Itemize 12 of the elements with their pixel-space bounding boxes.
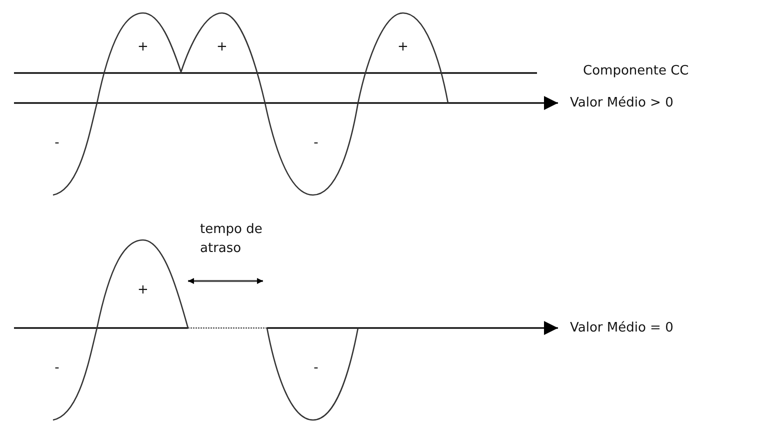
delay-label: tempo de atraso: [200, 221, 264, 258]
sign-mark: +: [216, 40, 228, 54]
axis-label: Valor Médio > 0: [570, 96, 674, 110]
sign-mark: +: [138, 40, 148, 54]
line-label: Componente CC: [583, 64, 689, 78]
sign-mark: -: [314, 362, 318, 374]
sign-mark: +: [138, 284, 148, 296]
sign-mark: -: [314, 136, 318, 150]
sign-mark: -: [54, 362, 60, 374]
sign-mark: -: [54, 136, 60, 150]
axis-label: Valor Médio = 0: [570, 322, 674, 334]
sign-mark: +: [398, 40, 408, 54]
